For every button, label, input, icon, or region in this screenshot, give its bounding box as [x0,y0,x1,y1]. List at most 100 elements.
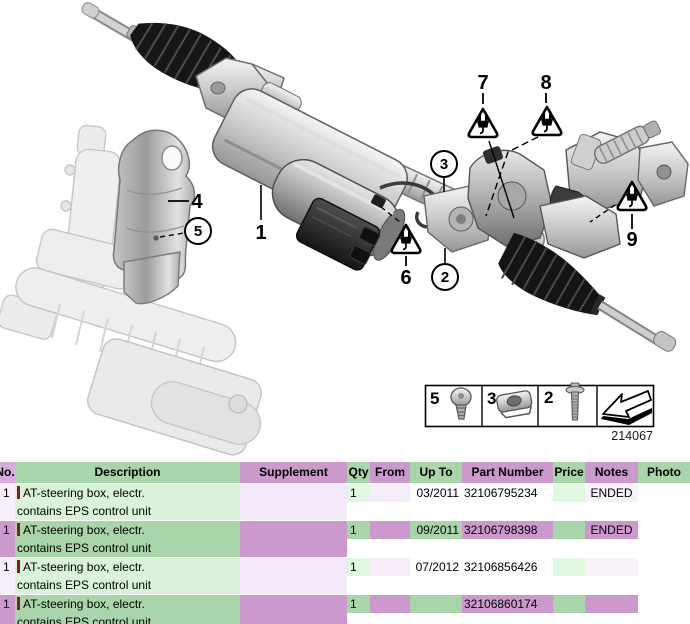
description-line2: contains EPS control unit [17,541,152,555]
cell-up-to: 07/2012 [410,558,462,576]
callout-6[interactable]: 6 [380,206,422,289]
cell-photo [638,595,690,613]
clip-nut-icon [496,390,533,419]
cell-qty: 1 [347,484,370,502]
header-supplement: Supplement [240,462,347,483]
red-marker [17,597,20,610]
header-price: Price [553,462,585,483]
cell-notes [585,595,638,613]
callout-1[interactable]: 1 [255,185,267,244]
cell-price [553,595,585,613]
rack-end [539,195,621,259]
header-no: No. [0,462,15,483]
svg-text:3: 3 [440,156,448,173]
cell-description[interactable]: AT-steering box, electr. contains EPS co… [15,595,240,624]
cell-notes: ENDED [585,484,638,502]
header-up-to: Up To [410,462,462,483]
cell-supplement [240,595,347,624]
cell-price [553,558,585,576]
electrical-plug-warning-icon [467,107,499,139]
svg-text:6: 6 [400,267,411,289]
table-row: 1 AT-steering box, electr. contains EPS … [0,521,690,557]
cell-no: 1 [0,484,15,520]
cell-notes [585,558,638,576]
diagram-panel: 1 4 5 3 2 6 7 [0,2,689,456]
right-bracket [637,141,689,207]
callout-3[interactable]: 3 [430,150,458,192]
cell-up-to: 03/2011 [410,484,462,502]
cell-description[interactable]: AT-steering box, electr. contains EPS co… [15,521,240,557]
description-line1: AT-steering box, electr. [23,523,145,537]
cell-part-number[interactable]: 32106860174 [462,595,553,613]
cell-photo [638,484,690,502]
cell-qty: 1 [347,595,370,613]
red-marker [17,523,20,536]
description-line1: AT-steering box, electr. [23,597,145,611]
cell-supplement [240,484,347,520]
cell-from [370,558,410,576]
header-description: Description [15,462,240,483]
header-qty: Qty [347,462,370,483]
description-line2: contains EPS control unit [17,578,152,592]
table-row: 1 AT-steering box, electr. contains EPS … [0,558,690,594]
svg-text:9: 9 [626,229,637,251]
heat-shield-part [112,129,196,305]
input-shaft [593,120,662,164]
description-line1: AT-steering box, electr. [23,560,145,574]
cell-up-to: 09/2011 [410,521,462,539]
cell-part-number[interactable]: 32106798398 [462,521,553,539]
svg-text:1: 1 [255,222,266,244]
callout-4[interactable]: 4 [168,191,203,213]
cell-no: 1 [0,558,15,594]
cell-up-to [410,595,462,613]
steering-box-diagram: 1 4 5 3 2 6 7 [0,2,689,456]
eps-control-unit [295,197,381,271]
connector-plug [371,194,386,208]
cell-description[interactable]: AT-steering box, electr. contains EPS co… [15,484,240,520]
cell-part-number[interactable]: 32106795234 [462,484,553,502]
cell-description[interactable]: AT-steering box, electr. contains EPS co… [15,558,240,594]
cell-qty: 1 [347,521,370,539]
cell-price [553,521,585,539]
change-direction-arrow-icon [601,390,652,425]
cell-notes: ENDED [585,521,638,539]
right-bellows [498,232,606,316]
legend-label-2: 2 [544,388,553,407]
header-photo: Photo [638,462,690,483]
figure-number: 214067 [611,429,653,443]
svg-text:4: 4 [191,191,203,213]
cell-qty: 1 [347,558,370,576]
cell-photo [638,558,690,576]
cell-supplement [240,521,347,557]
header-part-number: Part Number [462,462,553,483]
callout-9[interactable]: 9 [589,180,648,251]
table-row: 1 AT-steering box, electr. contains EPS … [0,484,690,520]
svg-text:5: 5 [194,223,202,240]
callout-8[interactable]: 8 [485,72,563,217]
electrical-plug-warning-icon [531,105,563,137]
svg-text:2: 2 [441,269,449,286]
parts-table-header: No. Description Supplement Qty From Up T… [0,462,690,483]
cell-from [370,521,410,539]
callout-2[interactable]: 2 [431,248,459,291]
callout-7[interactable]: 7 [467,72,515,219]
description-line1: AT-steering box, electr. [23,486,145,500]
cell-supplement [240,558,347,594]
right-tie-rod [597,300,677,352]
svg-text:8: 8 [540,72,551,94]
header-notes: Notes [585,462,638,483]
pan-head-screw-icon [450,387,472,420]
ghost-assembly [0,124,263,456]
legend-label-5: 5 [430,389,439,408]
cell-part-number[interactable]: 32106856426 [462,558,553,576]
parts-table-body: 1 AT-steering box, electr. contains EPS … [0,484,690,624]
description-line2: contains EPS control unit [17,504,152,518]
header-from: From [370,462,410,483]
callout-5[interactable]: 5 [159,217,212,245]
red-marker [17,560,20,573]
fastener-legend: 5 3 2 [424,382,655,443]
cell-photo [638,521,690,539]
cell-no: 1 [0,521,15,557]
mounting-bolt-icon [565,382,585,421]
